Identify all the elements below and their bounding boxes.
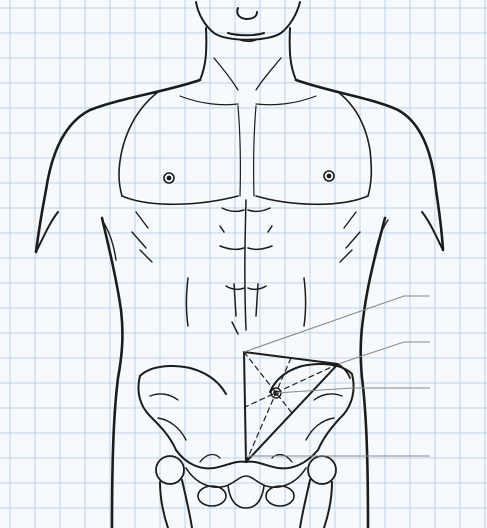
- leader-line-1: [244, 296, 430, 352]
- leader-line-2: [338, 342, 430, 364]
- neck: [200, 28, 296, 90]
- nipples: [164, 171, 334, 183]
- triangle-medians: [244, 352, 338, 462]
- triangle-outline: [244, 352, 338, 462]
- abdominals: [187, 200, 306, 334]
- nose: [237, 8, 257, 19]
- leader-lines: [244, 296, 430, 456]
- pectorals: [119, 92, 371, 204]
